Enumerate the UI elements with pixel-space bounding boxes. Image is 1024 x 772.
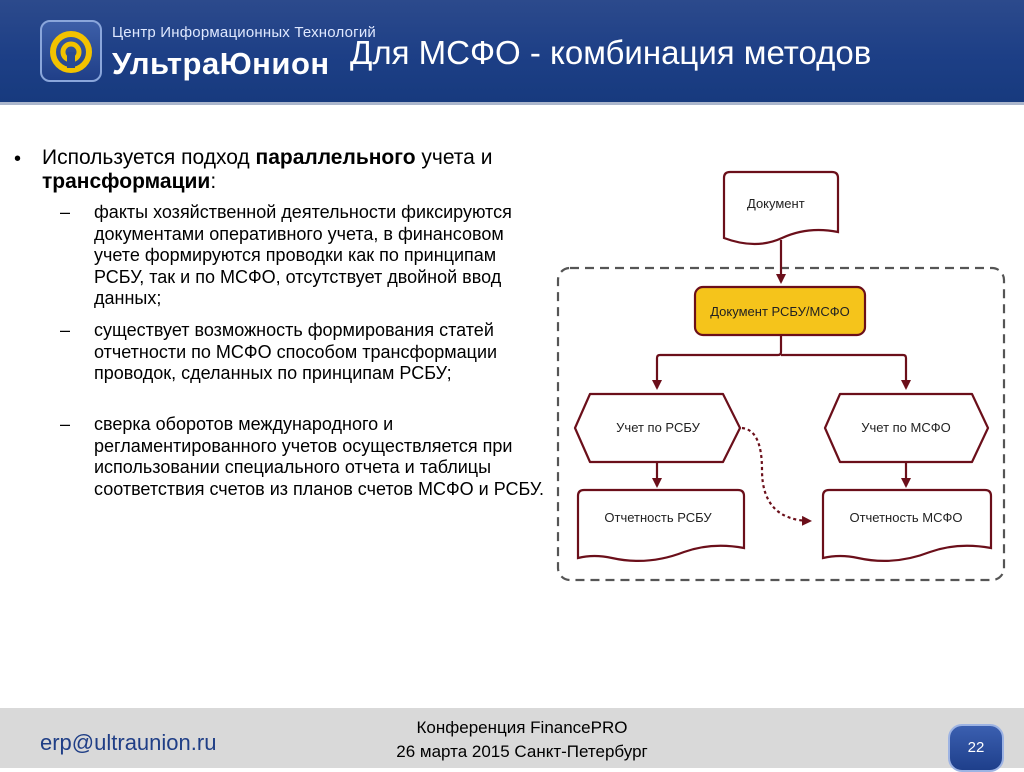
arrow-to-account-rsbu	[652, 335, 783, 390]
slide-title: Для МСФО - комбинация методов	[350, 34, 872, 71]
brand-name: УльтраЮнион	[112, 46, 330, 81]
conference-date-place: 26 марта 2015 Санкт-Петербург	[396, 742, 648, 761]
page-number-badge: 22	[948, 724, 1004, 772]
sub-item-text: существует возможность формирования стат…	[94, 320, 498, 383]
report-msfo-shape	[821, 488, 993, 562]
report-rsbu-label: Отчетность РСБУ	[604, 510, 712, 525]
contact-email: erp@ultraunion.ru	[40, 730, 217, 755]
arrow-to-account-msfo	[781, 353, 911, 390]
conference-name: Конференция FinancePRO	[416, 718, 628, 737]
dash-icon: –	[60, 202, 71, 222]
account-rsbu-label: Учет по РСБУ	[616, 420, 700, 435]
dash-icon: –	[60, 414, 71, 434]
bullet-text: Используется подход параллельного учета …	[42, 146, 542, 194]
bullet-text-part: учета и	[415, 146, 493, 169]
bullet-bold-parallel: параллельного	[255, 146, 416, 169]
bullet-text-part: Используется подход	[42, 146, 256, 169]
report-msfo-label: Отчетность МСФО	[849, 510, 962, 525]
document-shape	[722, 170, 840, 246]
bullet-icon: •	[14, 148, 22, 170]
account-msfo-shape	[823, 392, 990, 464]
bullet-text-part: :	[210, 170, 217, 193]
sub-item-text: факты хозяйственной деятельности фиксиру…	[94, 202, 512, 308]
account-msfo-label: Учет по МСФО	[861, 420, 951, 435]
ultraunion-logo-icon	[40, 20, 102, 82]
account-rsbu-shape	[573, 392, 742, 464]
slide-footer: erp@ultraunion.ru Конференция FinancePRO…	[0, 708, 1024, 772]
transformation-arrow	[741, 426, 812, 526]
bullet-bold-transformation: трансформации	[42, 170, 211, 193]
dash-icon: –	[60, 320, 71, 340]
flow-diagram: Документ Документ РСБУ/МСФО Учет по РСБУ…	[550, 160, 1020, 590]
report-rsbu-shape	[576, 488, 746, 562]
document-label: Документ	[747, 196, 805, 211]
sub-item-text: сверка оборотов международного и регламе…	[94, 414, 544, 499]
header-divider	[0, 102, 1024, 105]
document-rsbu-msfo-label: Документ РСБУ/МСФО	[710, 304, 850, 319]
slide-header: Центр Информационных Технологий УльтраЮн…	[0, 0, 1024, 102]
brand-subtitle: Центр Информационных Технологий	[112, 24, 376, 41]
